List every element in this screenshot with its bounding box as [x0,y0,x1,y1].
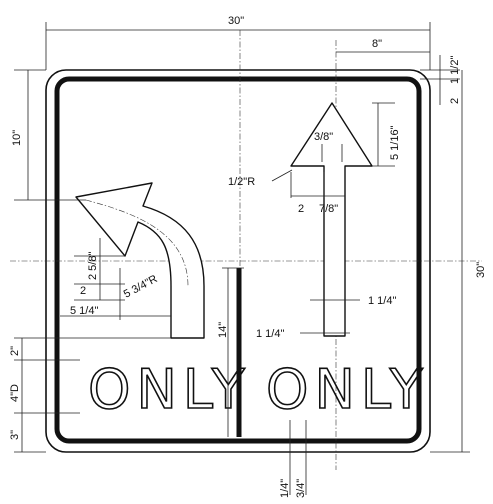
dim-arrow-offset: 8" [372,38,382,50]
dim-gap-bottom: 3" [9,430,21,440]
dim-letter-height: 4"D [9,384,21,402]
dim-divider: 14" [217,322,229,338]
left-arrow-centerline [85,199,189,287]
dim-left-b: 5 3/4"R [122,273,160,301]
left-turn-arrow [75,182,205,339]
dim-head-step: 2 [298,203,304,215]
dim-left-top: 10" [11,130,23,146]
dim-gap-top: 2" [9,346,21,356]
dim-arrow-tip: 3/8" [314,131,333,143]
dim-left-head: 2 5/8" [87,252,99,280]
dim-bottom-a: 1/4" [279,479,291,498]
dim-shaft-width: 7/8" [319,203,338,215]
dim-arrowhead-height: 5 1/16" [389,125,401,160]
dim-right-shaft-r: 1 1/4" [368,295,396,307]
dim-bottom-b: 3/4" [295,479,307,498]
dim-overall-width: 30" [228,15,244,27]
dim-radius: 1/2"R [228,176,255,188]
dim-left-c: 5 1/4" [70,305,98,317]
dim-left-a: 2 [80,285,86,297]
left-only-word: ONLY [88,358,251,421]
dim-right-shaft-l: 1 1/4" [256,328,284,340]
straight-arrow [290,102,373,337]
dim-corner: 1 1/2" [449,56,461,84]
dim-border: 2 [449,98,461,104]
dim-overall-height: 30" [475,262,487,278]
right-only-word: ONLY [266,358,429,421]
sign-border [54,76,422,444]
